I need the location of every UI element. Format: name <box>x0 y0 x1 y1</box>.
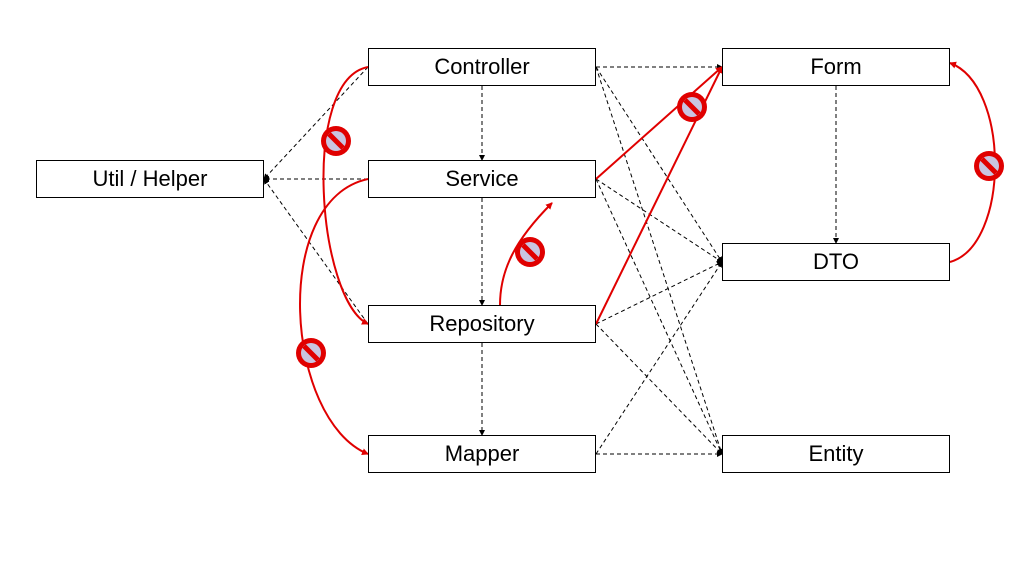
node-label: Controller <box>434 54 530 79</box>
edge-mapper-dto <box>595 261 723 455</box>
node-label: Util / Helper <box>92 166 208 191</box>
prohibit-icon <box>515 237 545 267</box>
node-dto: DTO <box>722 243 950 281</box>
edge-repository-dto <box>595 261 723 325</box>
forbidden-edge-repository-service <box>499 202 553 306</box>
node-util-helper: Util / Helper <box>36 160 264 198</box>
node-label: DTO <box>812 249 860 274</box>
forbidden-edge-service-form <box>595 66 723 180</box>
edge-controller-entity <box>595 66 724 455</box>
edge-controller-util <box>263 66 369 180</box>
edge-repository-entity <box>595 323 723 455</box>
forbidden-edge-service-mapper <box>299 178 369 455</box>
prohibit-icon <box>296 338 326 368</box>
node-repository: Repository <box>368 305 596 343</box>
node-label: Service <box>445 166 519 191</box>
edge-repository-util <box>263 178 369 325</box>
node-entity: Entity <box>722 435 950 473</box>
prohibit-icon <box>974 151 1004 181</box>
node-label: Form <box>810 54 862 79</box>
forbidden-edge-controller-repository <box>322 66 369 325</box>
node-service: Service <box>368 160 596 198</box>
node-label: Entity <box>808 441 864 466</box>
node-form: Form <box>722 48 950 86</box>
edge-service-entity <box>595 178 723 455</box>
edge-controller-dto <box>595 66 723 263</box>
prohibit-icon <box>677 92 707 122</box>
node-controller: Controller <box>368 48 596 86</box>
prohibit-icon <box>321 126 351 156</box>
node-mapper: Mapper <box>368 435 596 473</box>
node-label: Repository <box>429 311 535 336</box>
node-label: Mapper <box>444 441 520 466</box>
